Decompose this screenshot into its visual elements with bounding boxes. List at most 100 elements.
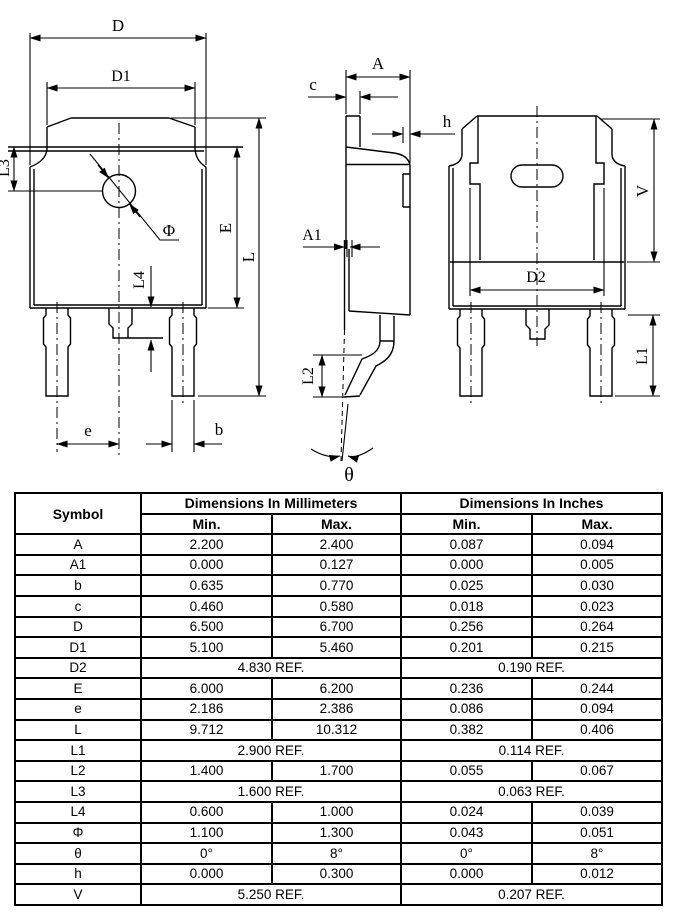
dimensions-table: Symbol Dimensions In Millimeters Dimensi…: [14, 491, 663, 906]
in-max-cell: 0.030: [531, 574, 663, 597]
mm-min-cell: 1.100: [140, 821, 273, 845]
in-min-cell: 0.000: [400, 553, 533, 577]
dim-label-theta: θ: [344, 464, 354, 486]
front-body-outline: [8, 117, 243, 309]
symbol-cell: V: [14, 883, 142, 906]
table-row: h 0.000 0.300 0.000 0.012: [14, 862, 663, 886]
inch-min-header: Min.: [400, 512, 533, 536]
in-ref-cell: 0.207 REF.: [400, 883, 663, 906]
mm-min-cell: 1.400: [140, 759, 273, 783]
in-ref-cell: 0.190 REF.: [400, 656, 663, 680]
symbol-cell: c: [14, 594, 142, 618]
table-row: e 2.186 2.386 0.086 0.094: [14, 697, 663, 721]
mm-min-cell: 0°: [140, 842, 273, 865]
dim-label-h: h: [443, 112, 452, 131]
mm-ref-cell: 5.250 REF.: [140, 883, 402, 906]
theta-arc-left: [310, 448, 341, 462]
mm-min-cell: 6.000: [140, 677, 273, 700]
dim-label-E: E: [216, 223, 235, 233]
symbol-cell: D2: [14, 656, 142, 680]
mm-min-cell: 0.600: [140, 800, 273, 824]
side-body-outline: [343, 115, 411, 398]
front-center-lines: [56, 123, 184, 457]
dim-label-c: c: [309, 75, 317, 94]
dim-label-D2: D2: [526, 269, 546, 286]
symbol-cell: D1: [14, 636, 142, 659]
table-row: A1 0.000 0.127 0.000 0.005: [14, 553, 663, 577]
in-max-cell: 0.005: [531, 553, 663, 577]
mm-max-cell: 0.300: [271, 862, 402, 886]
table-row: D1 5.100 5.460 0.201 0.215: [14, 636, 663, 659]
in-min-cell: 0.382: [400, 718, 533, 742]
back-leads-outline: [456, 309, 616, 397]
dim-label-V: V: [633, 184, 652, 197]
symbol-cell: A1: [14, 553, 142, 577]
dim-label-L1: L1: [634, 347, 651, 365]
in-min-cell: 0.043: [400, 821, 533, 845]
lead-bend-reference-dashed: [340, 329, 345, 462]
table-row: θ 0° 8° 0° 8°: [14, 842, 663, 865]
theta-arc-right: [347, 447, 374, 463]
mm-min-cell: 2.186: [140, 697, 273, 721]
mm-min-cell: 2.200: [140, 533, 273, 556]
hole-leader-arrow-upper: [97, 164, 109, 179]
in-min-cell: 0.087: [400, 533, 533, 556]
theta-reference-line: [341, 403, 349, 462]
mm-min-cell: 0.000: [140, 862, 273, 886]
in-max-cell: 0.264: [531, 615, 663, 639]
mm-group-header: Dimensions In Millimeters: [140, 492, 402, 515]
table-row: D 6.500 6.700 0.256 0.264: [14, 615, 663, 639]
dim-label-D1: D1: [111, 68, 131, 85]
in-min-cell: 0.024: [400, 800, 533, 824]
hole-leader-arrow-lower: [129, 203, 141, 218]
symbol-cell: e: [14, 697, 142, 721]
mm-min-cell: 0.635: [140, 574, 273, 597]
in-min-cell: 0.201: [400, 636, 533, 659]
mm-max-cell: 10.312: [271, 718, 402, 742]
in-max-cell: 0.067: [531, 759, 663, 783]
front-leads-outline: [42, 308, 198, 397]
in-min-cell: 0.000: [400, 862, 533, 886]
inch-max-header: Max.: [531, 512, 663, 536]
mm-max-cell: 8°: [271, 842, 402, 865]
in-ref-cell: 0.063 REF.: [400, 780, 663, 803]
symbol-cell: D: [14, 615, 142, 639]
front-extension-lines: [8, 33, 266, 452]
table-header-row-2: Min. Max. Min. Max.: [15, 512, 663, 536]
table-row: L 9.712 10.312 0.382 0.406: [14, 718, 663, 742]
mm-max-cell: 2.400: [271, 533, 402, 556]
mm-max-cell: 0.580: [271, 594, 402, 618]
in-max-cell: 0.406: [531, 718, 663, 742]
table-row: b 0.635 0.770 0.025 0.030: [14, 574, 663, 597]
mm-max-cell: 1.700: [271, 759, 402, 783]
in-min-cell: 0.086: [400, 697, 533, 721]
mm-min-cell: 6.500: [140, 615, 273, 639]
mm-max-cell: 2.386: [271, 697, 402, 721]
table-row: L2 1.400 1.700 0.055 0.067: [14, 759, 663, 783]
side-view: A c h A1 L2 θ: [300, 54, 455, 486]
in-min-cell: 0.025: [400, 574, 533, 597]
symbol-cell: L1: [14, 739, 142, 762]
in-max-cell: 0.244: [531, 677, 663, 700]
mm-ref-cell: 4.830 REF.: [140, 656, 402, 680]
back-view: V D2 L1: [448, 106, 660, 404]
table-row: Φ 1.100 1.300 0.043 0.051: [14, 821, 663, 845]
in-max-cell: 0.215: [531, 636, 663, 659]
table-row-ref: L3 1.600 REF. 0.063 REF.: [14, 780, 663, 803]
table-header-row-1: Symbol Dimensions In Millimeters Dimensi…: [14, 491, 663, 536]
symbol-cell: h: [14, 862, 142, 886]
table-row: c 0.460 0.580 0.018 0.023: [14, 594, 663, 618]
dim-label-D: D: [112, 16, 124, 35]
table-row: A 2.200 2.400 0.087 0.094: [14, 533, 663, 556]
table-row-ref: L1 2.900 REF. 0.114 REF.: [14, 739, 663, 762]
side-extension-lines: [313, 70, 411, 398]
in-min-cell: 0°: [400, 842, 533, 865]
table-row: E 6.000 6.200 0.236 0.244: [14, 677, 663, 700]
in-max-cell: 0.094: [531, 533, 663, 556]
package-outline-drawing: D D1 L3 E L L4 e b Φ A: [0, 16, 660, 486]
hole-diameter-leader: [89, 153, 179, 241]
mm-ref-cell: 2.900 REF.: [140, 739, 402, 762]
front-view: D D1 L3 E L L4 e b Φ: [0, 16, 266, 457]
in-min-cell: 0.256: [400, 615, 533, 639]
mm-min-cell: 0.000: [140, 553, 273, 577]
